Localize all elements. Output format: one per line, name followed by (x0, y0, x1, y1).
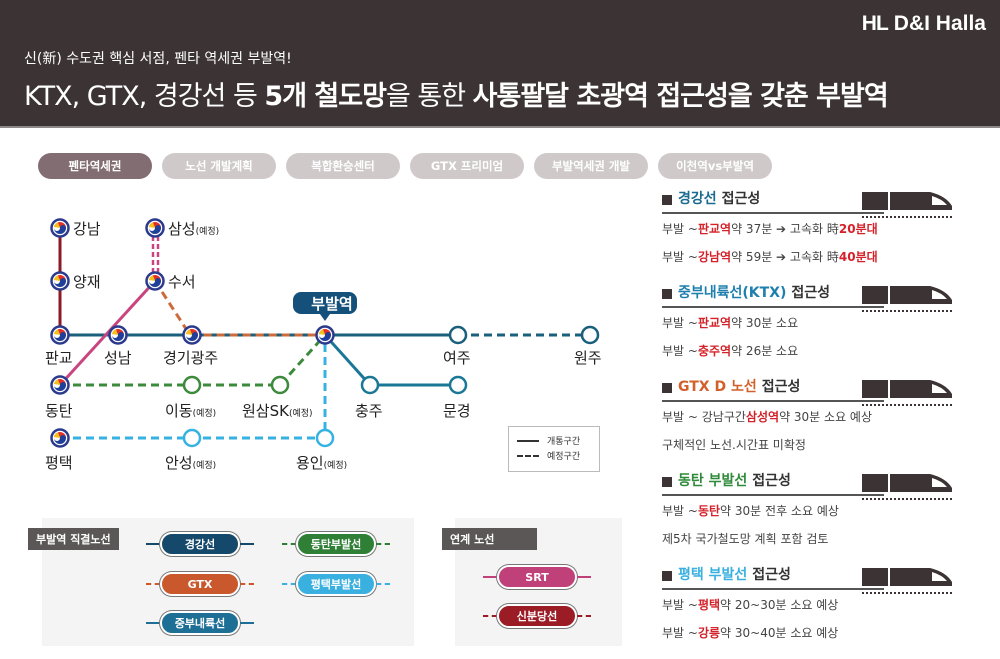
station-dongtan: 동탄 (45, 402, 73, 420)
tab-icheon-vs-bubal[interactable]: 이천역vs부발역 (658, 153, 772, 179)
bullet-square-icon (662, 289, 672, 299)
access-row: 부발 ~ 강남구간 삼성역 약 30분 소요 예상 (662, 409, 873, 424)
station-yongin: 용인(예정) (296, 454, 348, 472)
station-gangnam: 강남 (73, 220, 101, 238)
title-part: KTX, GTX, 경강선 등 (24, 81, 265, 112)
access-section-jungbu-naeryuk: 중부내륙선(KTX)접근성 부발 ~ 판교역 약 30분 소요 부발 ~ 충주역… (662, 280, 992, 374)
section-heading: 중부내륙선(KTX)접근성 (662, 280, 884, 308)
dashed-line-icon (517, 454, 539, 457)
access-row: 부발 ~ 충주역 약 26분 소요 (662, 343, 799, 358)
legend-open: 개통구간 (547, 437, 581, 447)
bullet-square-icon (662, 195, 672, 205)
heading-suffix: 접근성 (761, 379, 801, 395)
tab-penta-station[interactable]: 펜타역세권 (38, 153, 152, 179)
direct-lines-tag: 부발역 직결노선 (28, 528, 119, 550)
line-name: 경강선 (678, 191, 717, 207)
pill-label: GTX (160, 572, 240, 596)
heading-suffix: 접근성 (752, 473, 791, 489)
pill-label: 동탄부발선 (296, 532, 376, 556)
line-pill-srt: SRT (483, 565, 591, 589)
pill-label: SRT (497, 565, 577, 589)
station-chungju: 충주 (355, 402, 383, 420)
station-wonsam-sk: 원삼SK(예정) (242, 402, 313, 420)
tab-gtx-premium[interactable]: GTX 프리미엄 (410, 153, 524, 179)
heading-suffix: 접근성 (791, 285, 831, 301)
station-yeoju: 여주 (443, 349, 471, 367)
line-name: GTX D 노선 (678, 379, 757, 395)
train-icon (862, 380, 954, 406)
access-row: 부발 ~ 동탄 약 30분 전후 소요 예상 (662, 503, 839, 518)
line-name: 평택 부발선 (678, 567, 748, 583)
bullet-square-icon (662, 477, 672, 487)
heading-suffix: 접근성 (752, 567, 791, 583)
line-pill-pyeongtaek-bubal: 평택부발선 (282, 572, 390, 596)
station-pyeongtaek: 평택 (45, 454, 73, 472)
brand-logo: HL D&I Halla (862, 12, 986, 36)
rail-map (50, 218, 600, 448)
pill-label: 신분당선 (497, 604, 577, 628)
train-icon (862, 568, 954, 594)
tab-transfer-center[interactable]: 복합환승센터 (286, 153, 400, 179)
tab-bubal-development[interactable]: 부발역세권 개발 (534, 153, 648, 179)
train-icon (862, 192, 954, 218)
access-row: 제5차 국가철도망 계획 포함 검토 (662, 531, 829, 546)
line-pill-gtx: GTX (146, 572, 254, 596)
station-seongnam: 성남 (104, 349, 132, 367)
station-mungyeong: 문경 (443, 402, 471, 420)
header-banner: HL D&I Halla 신(新) 수도권 핵심 서점, 펜타 역세권 부발역!… (0, 0, 1000, 128)
line-pill-dongtan-bubal: 동탄부발선 (282, 532, 390, 556)
access-row: 구체적인 노선.시간표 미확정 (662, 437, 806, 452)
line-pill-sinbundang: 신분당선 (483, 604, 591, 628)
access-row: 부발 ~ 판교역 약 30분 소요 (662, 315, 799, 330)
line-pill-jungbu-naeryuk: 중부내륙선 (146, 611, 254, 635)
pill-label: 경강선 (160, 532, 240, 556)
station-yangjae: 양재 (73, 273, 101, 291)
bullet-square-icon (662, 383, 672, 393)
line-pill-gyeonggang: 경강선 (146, 532, 254, 556)
station-suseo: 수서 (168, 273, 196, 291)
access-row: 부발 ~ 강릉 약 30~40분 소요 예상 (662, 625, 839, 640)
tab-bar: 펜타역세권 노선 개발계획 복합환승센터 GTX 프리미엄 부발역세권 개발 이… (38, 153, 772, 179)
station-anseong: 안성(예정) (165, 454, 217, 472)
header-subtitle: 신(新) 수도권 핵심 서점, 펜타 역세권 부발역! (24, 51, 292, 67)
title-emphasis: 사통팔달 초광역 접근성을 갖춘 부발역 (472, 81, 889, 112)
train-icon (862, 474, 954, 500)
train-icon (862, 286, 954, 312)
title-part: 을 통한 (385, 81, 473, 112)
legend-planned: 예정구간 (547, 452, 581, 462)
highlight-station-label: 부발역 (311, 295, 353, 313)
line-name: 동탄 부발선 (678, 473, 748, 489)
access-row: 부발 ~ 평택 약 20~30분 소요 예상 (662, 597, 839, 612)
linked-lines-tag: 연계 노선 (442, 528, 537, 550)
station-idong: 이동(예정) (165, 402, 217, 420)
logo-text: D&I Halla (893, 12, 986, 35)
heading-suffix: 접근성 (721, 191, 761, 207)
solid-line-icon (517, 439, 539, 442)
access-row: 부발 ~ 강남역 약 59분 ➔ 고속화 時 40분대 (662, 249, 878, 264)
title-emphasis: 5개 철도망 (264, 81, 387, 112)
station-pangyo: 판교 (45, 349, 73, 367)
station-gyeonggi-gwangju: 경기광주 (163, 349, 219, 367)
logo-mark: HL (861, 12, 889, 35)
access-row: 부발 ~ 판교역 약 37분 ➔ 고속화 時 20분대 (662, 221, 878, 236)
line-name: 중부내륙선(KTX) (678, 285, 787, 301)
map-legend: 개통구간 예정구간 (508, 426, 600, 472)
bullet-square-icon (662, 571, 672, 581)
header-title: KTX, GTX, 경강선 등 5개 철도망을 통한 사통팔달 초광역 접근성을… (24, 74, 889, 113)
pill-label: 중부내륙선 (160, 611, 240, 635)
tab-line-development[interactable]: 노선 개발계획 (162, 153, 276, 179)
station-wonju: 원주 (574, 349, 602, 367)
pill-label: 평택부발선 (296, 572, 376, 596)
station-samseong: 삼성(예정) (168, 220, 220, 238)
